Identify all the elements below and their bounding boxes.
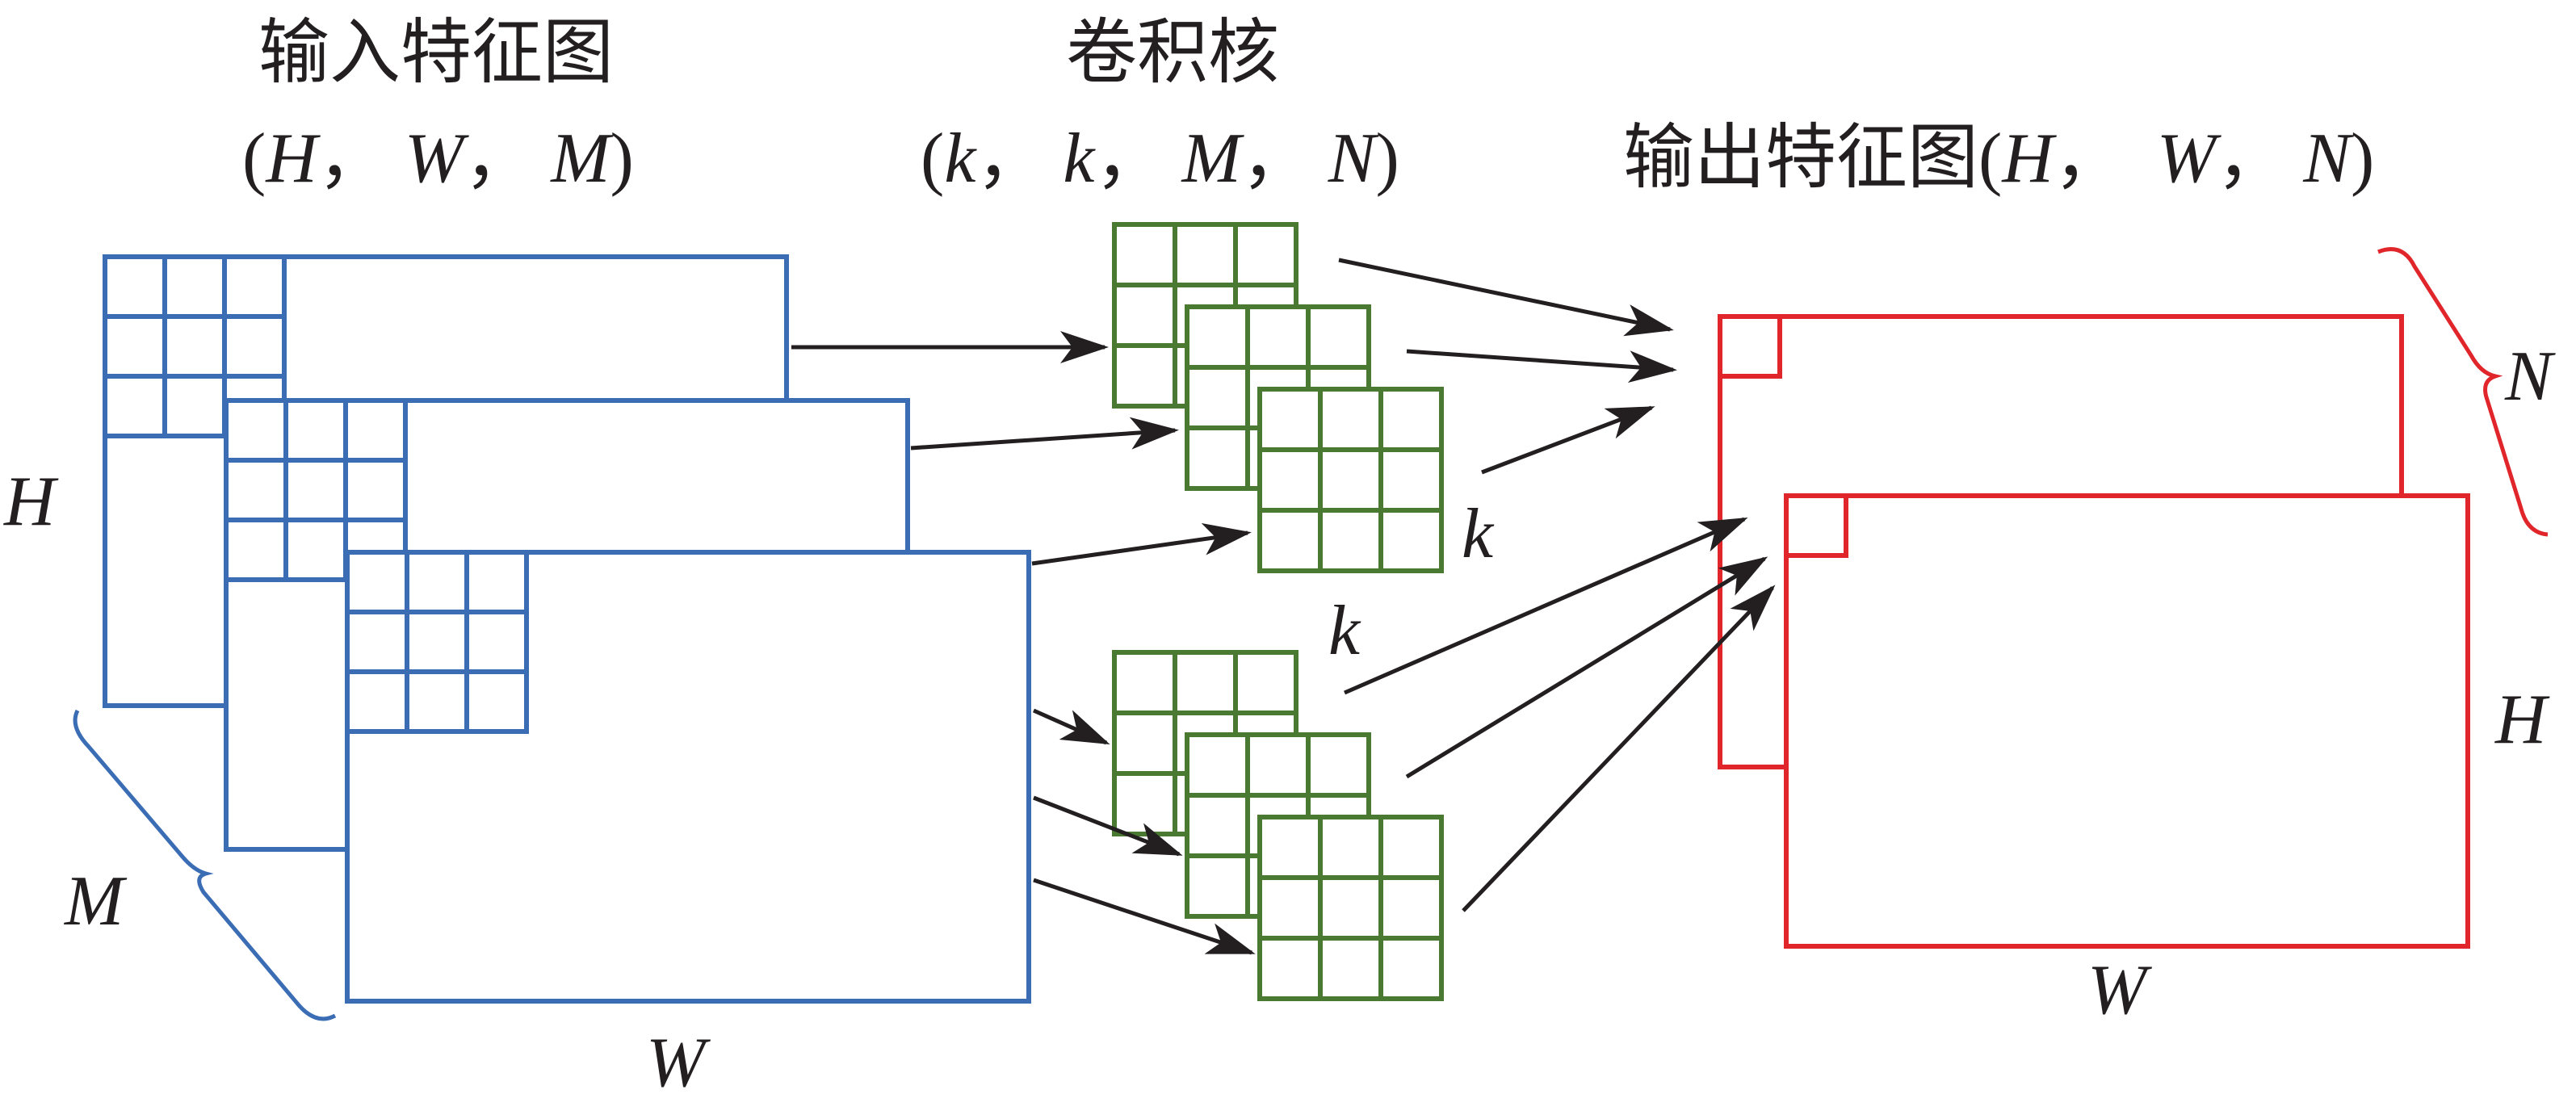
input-height-label: H [3,463,59,541]
output-height-label: H [2494,681,2550,759]
arrow-input3-kernel2a [1032,708,1110,745]
arrow-kernel1a-output [1338,258,1674,337]
kernel-bottom-label: k [1328,592,1361,670]
input-feature-map [103,254,1031,1004]
input-sheet-3 [345,550,1031,1004]
output-feature-map [1718,314,2470,949]
arrow-input2-kernel1 [910,417,1179,451]
arrow-kernel1c-output [1481,405,1655,475]
output-sheet-2 [1784,493,2470,949]
arrow-input3-kernel2b [1033,795,1183,857]
arrow-input3-kernel1 [1031,522,1252,566]
input-map-dims: (H，W，M) [242,119,634,198]
output-depth-brace [2377,247,2549,537]
arrow-kernel1b-output [1406,349,1677,384]
kernel-side-label: k [1462,495,1495,573]
kernel-dims: (k，k，M，N) [921,119,1399,198]
input-depth-brace [73,709,337,1021]
arrow-input3-kernel2c [1033,878,1256,955]
output-map-title: 输出特征图(H，W，N) [1623,115,2374,199]
kernel-group-1 [1112,222,1444,573]
kernel-title: 卷积核 [1066,10,1279,94]
arrows [791,258,1776,955]
arrow-kernel2b-output [1405,556,1768,779]
kernel-group-2 [1112,650,1444,1001]
input-map-title: 输入特征图 [258,10,614,94]
input-width-label: W [646,1024,711,1102]
arrow-kernel2a-output [1344,517,1748,695]
arrow-kernel2c-output [1462,585,1776,912]
kernel-2c [1257,815,1444,1001]
kernel-1c [1257,387,1444,573]
output-depth-label: N [2504,337,2556,416]
output-width-label: W [2087,951,2152,1029]
input-depth-label: M [63,862,128,941]
